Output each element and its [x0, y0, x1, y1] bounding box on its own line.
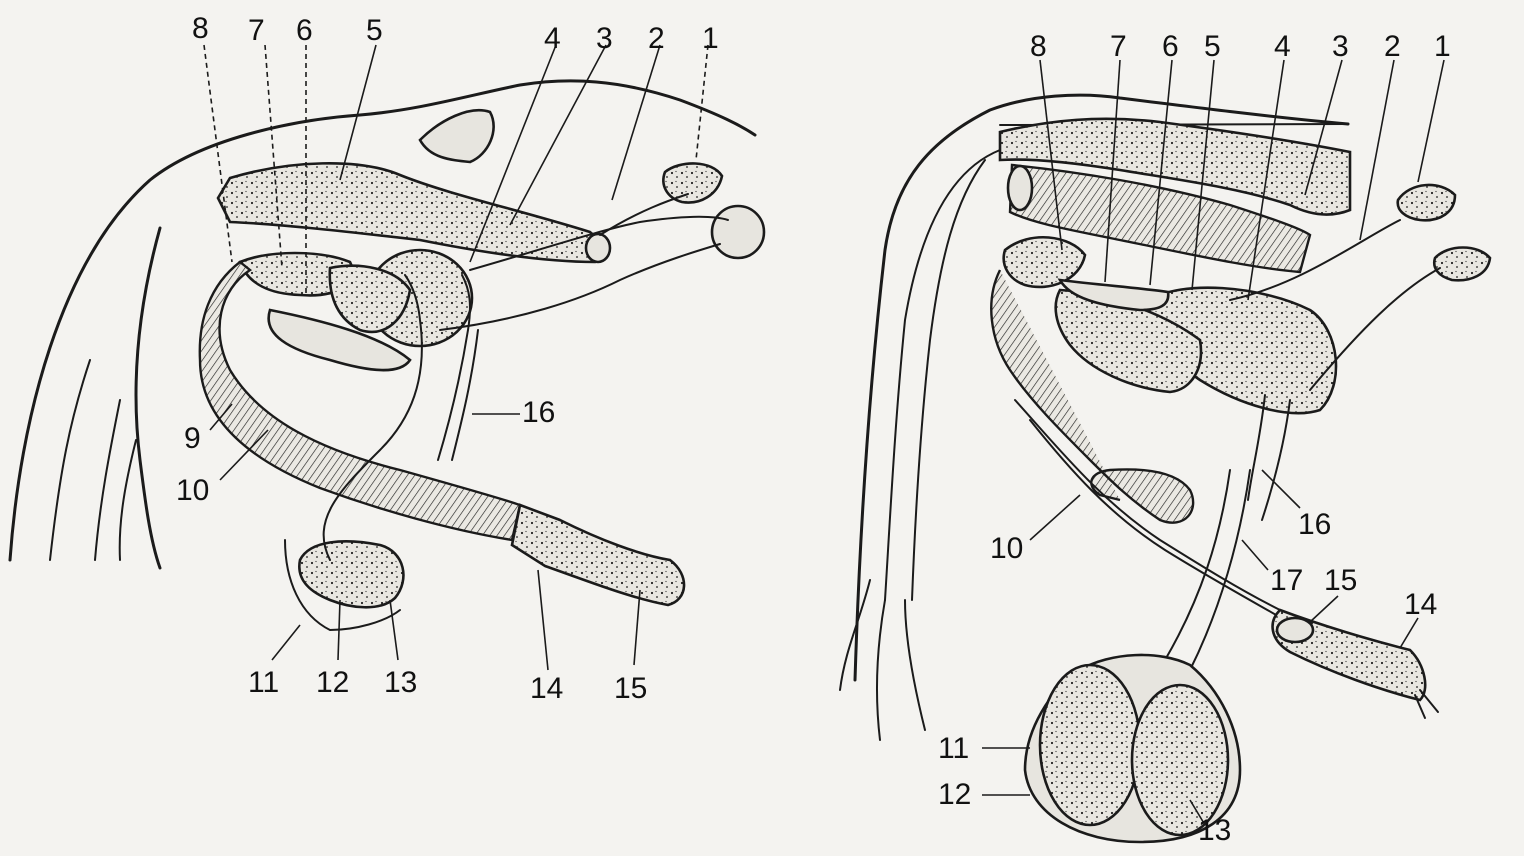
left-label-4: 4	[544, 22, 561, 55]
right-label-7: 7	[1110, 30, 1127, 63]
right-kidney-2	[1432, 246, 1492, 282]
left-label-13: 13	[384, 666, 417, 699]
right-label-15: 15	[1324, 564, 1357, 597]
left-penis-body	[267, 308, 412, 372]
right-label-10: 10	[990, 532, 1023, 565]
left-figure: 8 7 6 5 4 3 2 1 9 10 16 11 12 13 14 15	[8, 12, 766, 705]
right-label-8: 8	[1030, 30, 1047, 63]
left-label-1: 1	[702, 22, 719, 55]
right-label-1: 1	[1434, 30, 1451, 63]
right-gland-8	[1002, 236, 1087, 289]
right-label-13: 13	[1198, 814, 1231, 847]
right-spine	[998, 117, 1352, 216]
right-label-14: 14	[1404, 588, 1437, 621]
left-label-16: 16	[522, 396, 555, 429]
right-label-4: 4	[1274, 30, 1291, 63]
left-label-9: 9	[184, 422, 201, 455]
right-figure: 8 7 6 5 4 3 2 1 10 16 17 15 14 11 12 13	[839, 30, 1492, 847]
right-label-3: 3	[1332, 30, 1349, 63]
left-label-3: 3	[596, 22, 613, 55]
left-kidney-2	[710, 204, 766, 260]
left-hind-leg	[134, 226, 162, 570]
left-body-outline	[8, 79, 757, 562]
left-label-2: 2	[648, 22, 665, 55]
right-label-17: 17	[1270, 564, 1303, 597]
right-kidney-1	[1396, 183, 1457, 222]
left-label-10: 10	[176, 474, 209, 507]
left-label-12: 12	[316, 666, 349, 699]
right-penis	[990, 269, 1195, 524]
right-testis-right	[1130, 683, 1230, 837]
right-label-16: 16	[1298, 508, 1331, 541]
left-label-7: 7	[248, 14, 265, 47]
left-label-11: 11	[248, 666, 279, 699]
right-tail	[884, 149, 1001, 601]
right-label-11: 11	[938, 732, 969, 765]
right-testis-left	[1038, 663, 1142, 827]
left-label-8: 8	[192, 12, 209, 45]
left-kidney-1	[662, 162, 724, 204]
left-pelvic-bone	[418, 109, 495, 164]
right-rectum	[1008, 163, 1312, 274]
left-label-6: 6	[296, 14, 313, 47]
left-glans	[510, 503, 686, 607]
right-body-outline	[853, 93, 1350, 682]
left-label-15: 15	[614, 672, 647, 705]
right-label-6: 6	[1162, 30, 1179, 63]
left-label-14: 14	[530, 672, 563, 705]
right-label-2: 2	[1384, 30, 1401, 63]
right-label-5: 5	[1204, 30, 1221, 63]
right-label-12: 12	[938, 778, 971, 811]
left-testis	[298, 540, 405, 609]
left-label-5: 5	[366, 14, 383, 47]
